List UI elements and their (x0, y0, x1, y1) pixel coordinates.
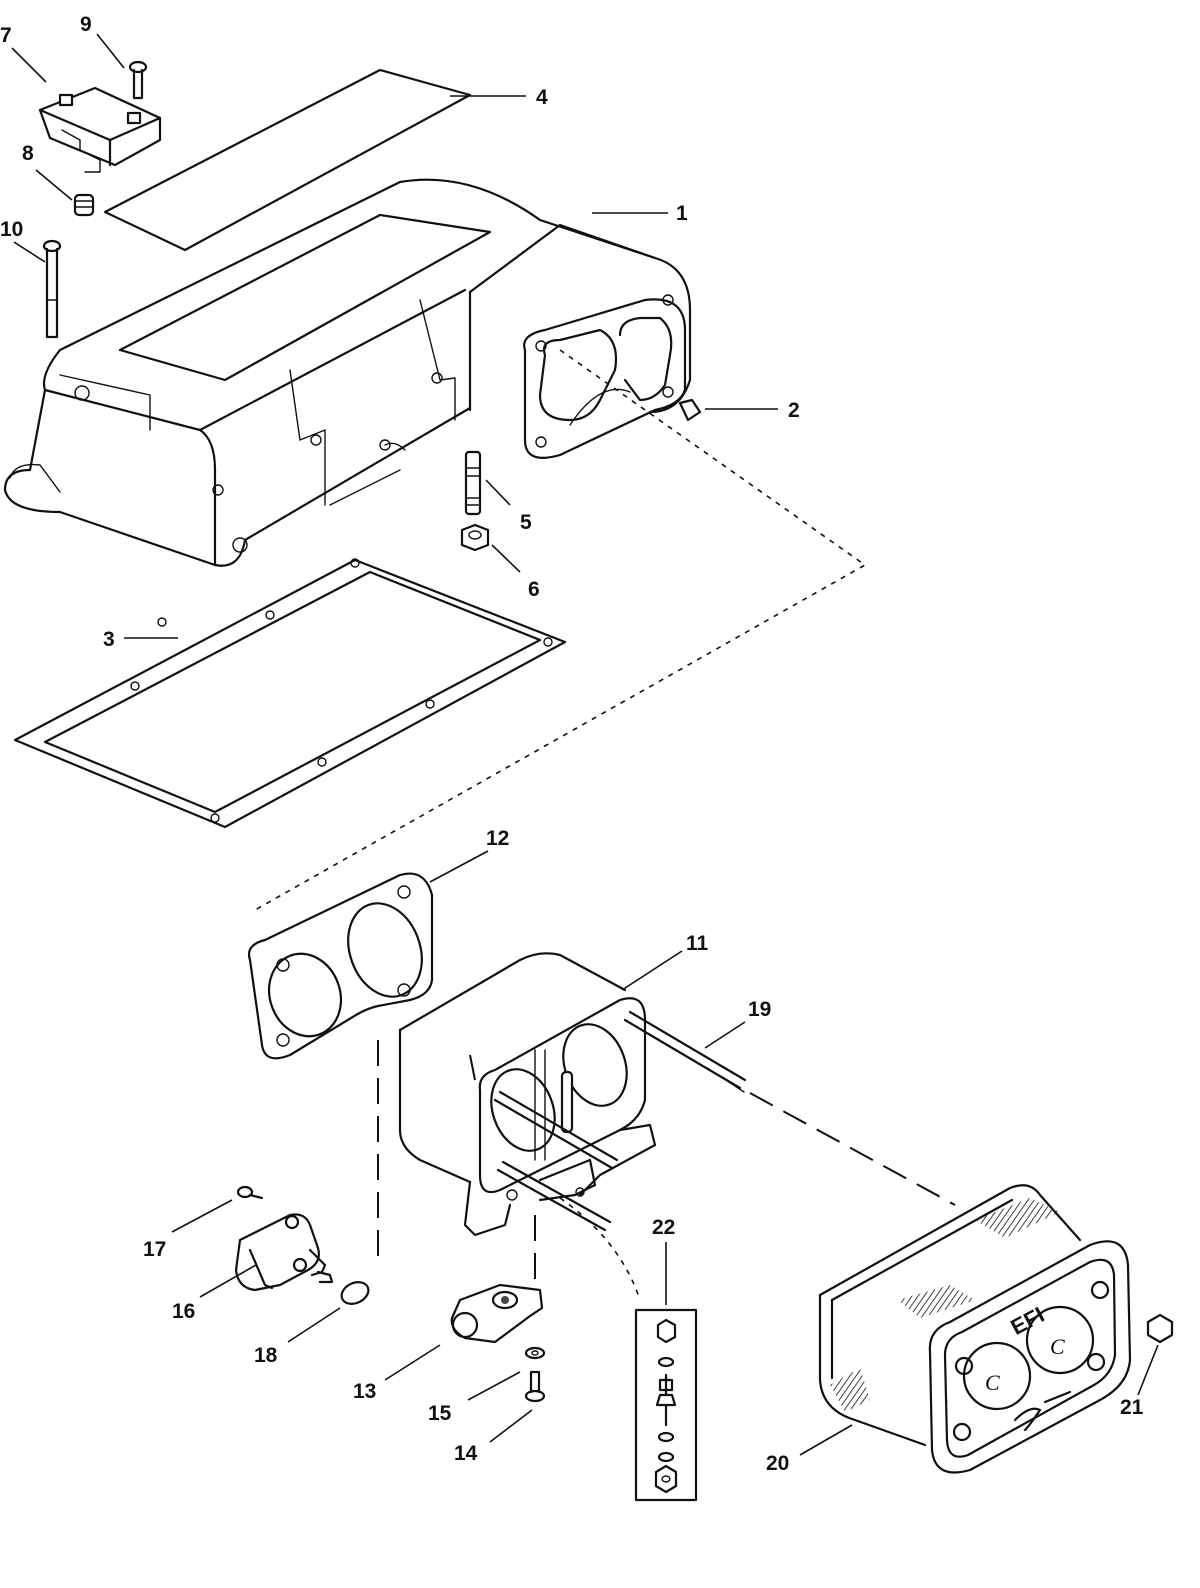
map-sensor (38, 86, 162, 173)
idle-air-control-valve (234, 1213, 334, 1292)
callout-13: 13 (353, 1380, 376, 1403)
long-bolt (42, 239, 62, 339)
callout-12: 12 (486, 827, 509, 850)
iac-o-ring (340, 1281, 370, 1305)
iac-screw (236, 1185, 264, 1200)
callouts: 7 9 4 8 1 10 2 5 6 3 12 11 19 22 17 16 1… (0, 13, 1144, 1475)
callout-6: 6 (528, 578, 540, 601)
sensor-screw (128, 60, 148, 100)
arrestor-nut (1146, 1313, 1174, 1344)
callout-19: 19 (748, 998, 771, 1021)
leader-lines (11, 33, 1159, 1456)
throttle-position-sensor (450, 1283, 544, 1344)
hex-nut (460, 523, 490, 552)
throttle-body-bolts (493, 1010, 747, 1232)
flame-arrestor (818, 1184, 1132, 1474)
efi-marking: EFI (1006, 1302, 1048, 1340)
callout-3: 3 (103, 628, 115, 651)
callout-5: 5 (520, 511, 532, 534)
callout-2: 2 (788, 399, 800, 422)
cap-mark-right: C (1050, 1334, 1065, 1359)
callout-21: 21 (1120, 1396, 1144, 1419)
callout-18: 18 (254, 1344, 278, 1367)
callout-15: 15 (428, 1402, 452, 1425)
callout-4: 4 (536, 86, 548, 109)
sensor-grommet (73, 193, 95, 217)
pipe-plug (678, 398, 702, 422)
tps-washer (524, 1346, 546, 1360)
hardware-kit (634, 1308, 698, 1502)
throttle-body (398, 952, 657, 1237)
callout-20: 20 (766, 1452, 789, 1475)
callout-17: 17 (143, 1238, 166, 1261)
callout-10: 10 (0, 218, 23, 241)
cap-mark-left: C (985, 1370, 1000, 1395)
plenum-housing (3, 178, 692, 567)
callout-7: 7 (0, 24, 12, 47)
tps-screw (524, 1370, 546, 1403)
callout-9: 9 (80, 13, 92, 36)
throttle-body-gasket (247, 872, 434, 1060)
plenum-gasket (13, 558, 567, 829)
callout-1: 1 (676, 202, 688, 225)
callout-14: 14 (454, 1442, 478, 1465)
cover-plate (103, 68, 472, 252)
callout-11: 11 (686, 932, 709, 955)
callout-16: 16 (172, 1300, 195, 1323)
callout-22: 22 (652, 1216, 675, 1239)
callout-8: 8 (22, 142, 34, 165)
mounting-stud (464, 450, 482, 516)
